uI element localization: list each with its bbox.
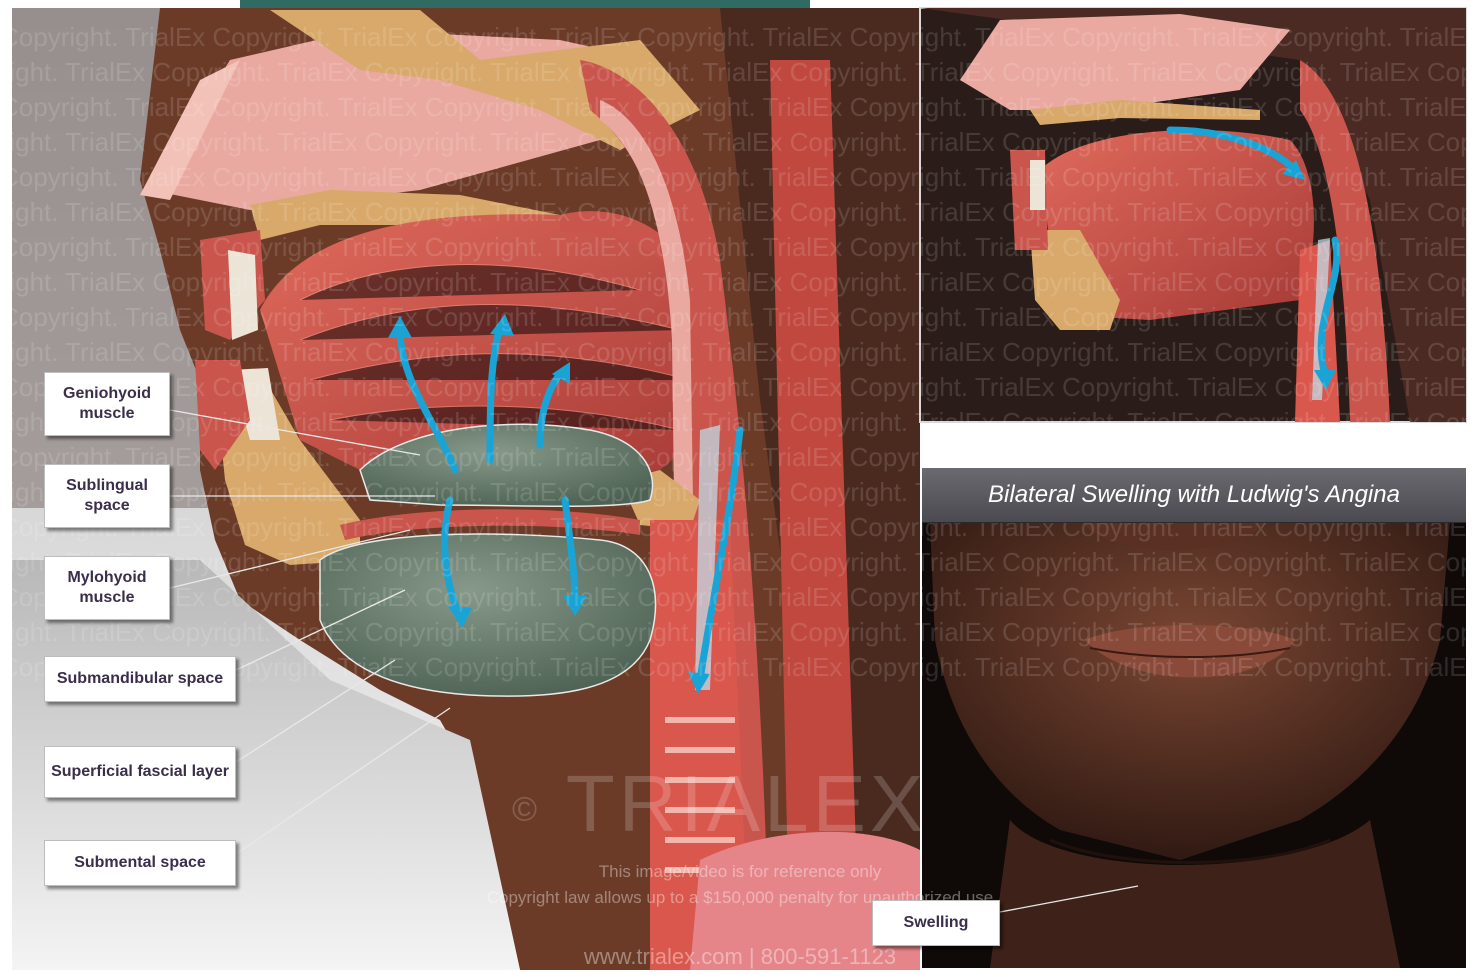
watermark-tile-line: Copyright. TrialEx Copyright. TrialEx Co… (0, 125, 1484, 160)
watermark-tile-line: Copyright. TrialEx Copyright. TrialEx Co… (0, 90, 1484, 125)
watermark-tile-line: Copyright. TrialEx Copyright. TrialEx Co… (0, 55, 1484, 90)
label-mylohyoid-line-1: Mylohyoid (67, 568, 146, 588)
watermark-tile-line: Copyright. TrialEx Copyright. TrialEx Co… (0, 580, 1484, 615)
brand-name: TRIALEX (566, 759, 927, 848)
panel-title: Bilateral Swelling with Ludwig's Angina (922, 468, 1466, 523)
watermark-tile-line: Copyright. TrialEx Copyright. TrialEx Co… (0, 370, 1484, 405)
watermark-tile-line: Copyright. TrialEx Copyright. TrialEx Co… (0, 615, 1484, 650)
label-sublingual-line-1: Sublingual (66, 476, 148, 496)
label-superficial-fascial-layer: Superficial fascial layer (44, 746, 236, 798)
trialex-brand-mark: © TRIALEX (512, 758, 982, 850)
notice-line-1: This image/video is for reference only (420, 862, 1060, 882)
label-geniohyoid-line-2: muscle (63, 404, 151, 424)
watermark-tile-line: Copyright. TrialEx Copyright. TrialEx Co… (0, 265, 1484, 300)
label-submental-space: Submental space (44, 840, 236, 886)
header-strip (240, 0, 810, 8)
label-sublingual-line-2: space (66, 496, 148, 516)
watermark-tile-line: Copyright. TrialEx Copyright. TrialEx Co… (0, 545, 1484, 580)
copyright-symbol: © (512, 790, 541, 828)
label-geniohyoid-line-1: Geniohyoid (63, 384, 151, 404)
label-swelling: Swelling (872, 900, 1000, 946)
watermark-tile-line: Copyright. TrialEx Copyright. TrialEx Co… (0, 405, 1484, 440)
watermark-tile-line: Copyright. TrialEx Copyright. TrialEx Co… (0, 230, 1484, 265)
watermark-tile-line: Copyright. TrialEx Copyright. TrialEx Co… (0, 335, 1484, 370)
contact-line: www.trialex.com | 800-591-1123 (500, 944, 980, 970)
label-mylohyoid-line-2: muscle (67, 588, 146, 608)
label-submandibular-space: Submandibular space (44, 656, 236, 702)
watermark-tile-line: Copyright. TrialEx Copyright. TrialEx Co… (0, 160, 1484, 195)
watermark-tile-line: Copyright. TrialEx Copyright. TrialEx Co… (0, 300, 1484, 335)
watermark-tile-line: Copyright. TrialEx Copyright. TrialEx Co… (0, 20, 1484, 55)
watermark-tile-line: Copyright. TrialEx Copyright. TrialEx Co… (0, 195, 1484, 230)
